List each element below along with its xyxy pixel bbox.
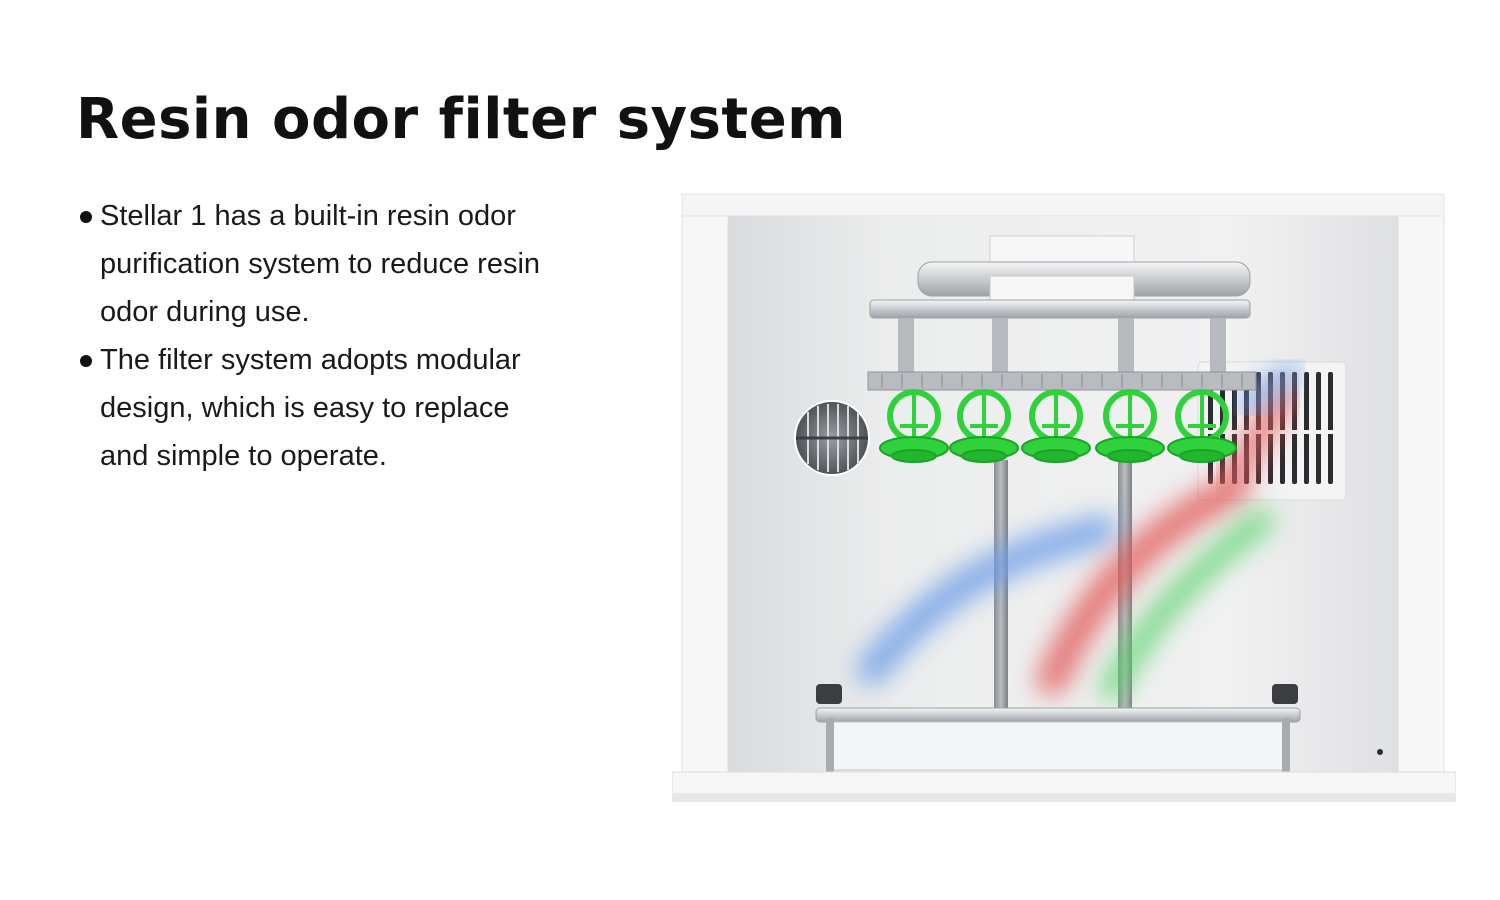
feature-text-line: The filter system adopts modular xyxy=(100,344,521,376)
z-rod-left xyxy=(994,460,1008,710)
right-pillar xyxy=(1397,195,1445,787)
printed-model xyxy=(1021,389,1091,463)
page-title: Resin odor filter system xyxy=(76,87,847,152)
left-pillar xyxy=(681,195,729,787)
printed-model xyxy=(1167,389,1237,463)
feature-text-line: odor during use. xyxy=(100,296,310,328)
printed-models xyxy=(879,389,1237,463)
feature-list: Stellar 1 has a built-in resin odor puri… xyxy=(76,192,636,480)
printer-illustration xyxy=(672,193,1456,802)
resin-vat xyxy=(815,684,1383,780)
build-platform xyxy=(867,261,1257,391)
feature-item: The filter system adopts modular design,… xyxy=(76,336,636,480)
printed-model xyxy=(1095,389,1165,463)
printed-model xyxy=(879,389,949,463)
filter-module-icon xyxy=(794,400,870,476)
airflow-streams xyxy=(857,361,1301,701)
bullet-icon xyxy=(80,355,92,367)
printer-base xyxy=(672,771,1456,795)
feature-item: Stellar 1 has a built-in resin odor puri… xyxy=(76,192,636,336)
bullet-icon xyxy=(80,211,92,223)
feature-text-line: design, which is easy to replace xyxy=(100,392,510,424)
feature-text-line: and simple to operate. xyxy=(100,440,387,472)
feature-text-line: purification system to reduce resin xyxy=(100,248,541,280)
feature-text-line: Stellar 1 has a built-in resin odor xyxy=(100,200,516,232)
printed-model xyxy=(949,389,1019,463)
top-beam xyxy=(681,193,1445,217)
